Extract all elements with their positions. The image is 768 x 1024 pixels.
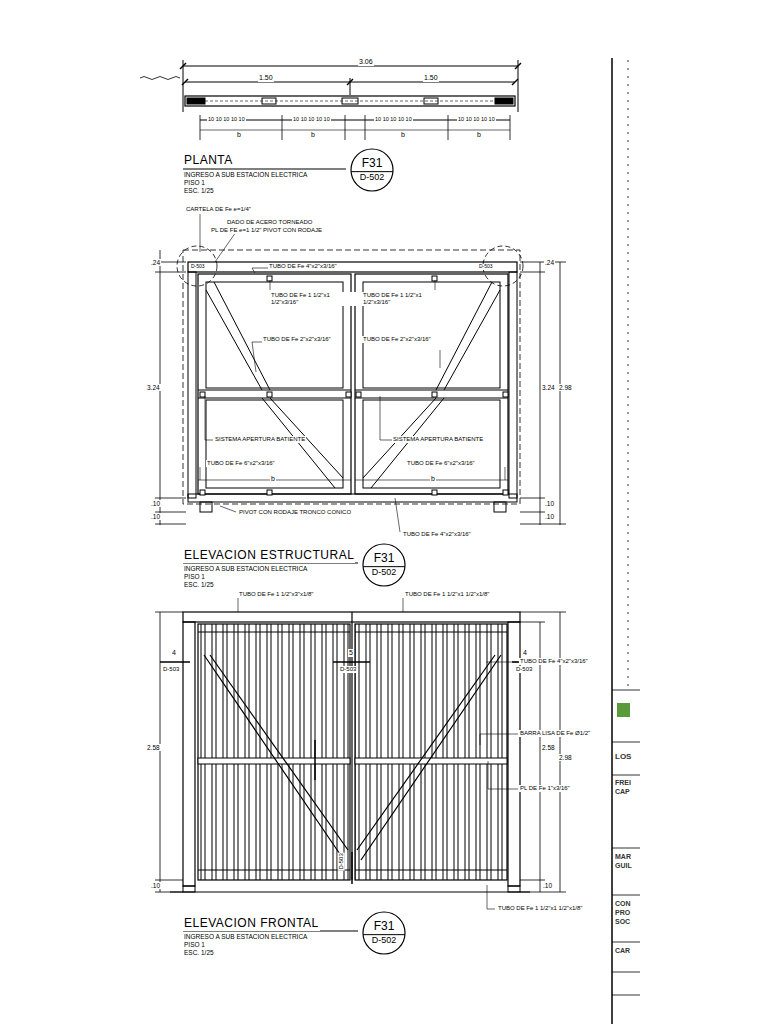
part-note: TUBO DE Fe 2"x2"x3/16" — [362, 336, 432, 343]
dimension: b — [476, 131, 482, 139]
view-number: F31 — [374, 552, 395, 565]
dimension: 2.98 — [558, 384, 573, 391]
section-ref: D-503 — [338, 852, 345, 870]
part-note: SISTEMA APERTURA BATIENTE — [392, 436, 484, 443]
section-ref: D-503 — [339, 666, 357, 673]
part-note: TUBO DE Fe 4"x2"x3/16" — [268, 263, 338, 270]
section-number: 4 — [171, 649, 177, 657]
view-subtitle: INGRESO A SUB ESTACION ELECTRICA — [183, 933, 308, 940]
part-note: TUBO DE Fe 4"x2"x3/16" — [402, 531, 472, 538]
detail-ref: D-503 — [190, 264, 206, 270]
part-note: TUBO DE Fe 4"x2"x3/16" — [519, 658, 589, 665]
view-title: PLANTA — [183, 154, 234, 168]
title-block-text: FREI — [614, 779, 632, 787]
dimension: 1.50 — [258, 74, 274, 82]
sheet-number: D-502 — [360, 173, 385, 183]
view-subtitle: ESC. 1/25 — [183, 949, 215, 956]
dimension: b — [310, 131, 316, 139]
view-number: F31 — [362, 157, 383, 170]
view-reference-bubble: F31D-502 — [362, 543, 406, 587]
dimension: 3.24 — [146, 384, 161, 391]
dimension: 10 10 10 10 10 — [292, 116, 331, 122]
view-subtitle: PISO 1 — [183, 179, 206, 186]
view-subtitle: PISO 1 — [183, 941, 206, 948]
title-block-text: PRO — [614, 909, 631, 917]
part-note: SISTEMA APERTURA BATIENTE — [214, 436, 306, 443]
dimension: b — [400, 131, 406, 139]
view-subtitle: ESC. 1/25 — [183, 187, 215, 194]
view-number: F31 — [374, 920, 395, 933]
title-block-text: SOC — [614, 918, 631, 926]
dimension: 3.06 — [358, 58, 374, 66]
part-note: TUBO DE Fe 1 1/2"x1 1/2"x1/8" — [404, 591, 490, 598]
dimension: .10 — [544, 500, 555, 507]
dimension: .10 — [544, 513, 555, 520]
title-block-text: MAR — [614, 853, 632, 861]
sheet-number: D-502 — [372, 568, 397, 578]
view-title: ELEVACION FRONTAL — [183, 917, 320, 931]
dimension: 1.50 — [423, 74, 439, 82]
dimension: 2.98 — [558, 754, 573, 761]
title-block-text: CAP — [614, 788, 631, 796]
dimension: 10 10 10 10 10 — [374, 116, 413, 122]
detail-ref: D-503 — [478, 264, 494, 270]
part-note: TUBO DE Fe 2"x2"x3/16" — [262, 336, 332, 343]
dimension: b — [270, 475, 276, 483]
dimension: .24 — [544, 259, 555, 266]
dimension: 2.58 — [541, 744, 556, 751]
dimension: .10 — [150, 513, 161, 520]
part-note: TUBO DE Fe 1 1/2"x1 1/2"x1/8" — [497, 905, 583, 912]
dimension: .10 — [150, 882, 161, 889]
part-note: PIVOT CON RODAJE TRONCO CONICO — [238, 509, 352, 516]
part-note: TUBO DE Fe 6"x2"x3/16" — [206, 460, 276, 467]
view-title: ELEVACION ESTRUCTURAL — [183, 549, 355, 563]
dimension: 2.58 — [146, 744, 161, 751]
view-subtitle: INGRESO A SUB ESTACION ELECTRICA — [183, 171, 308, 178]
part-note: DADO DE ACERO TORNEADO — [226, 219, 313, 226]
view-reference-bubble: F31D-502 — [362, 911, 406, 955]
bubble-outline — [350, 148, 394, 192]
part-note: PL DE Fe 1"x3/16" — [519, 785, 571, 792]
dimension: b — [236, 131, 242, 139]
title-block-text: CAR — [614, 947, 631, 955]
part-note: TUBO DE Fe 1 1/2"x3"x1/8" — [238, 591, 314, 598]
part-note: TUBO DE Fe 6"x2"x3/16" — [406, 460, 476, 467]
view-subtitle: ESC. 1/25 — [183, 581, 215, 588]
section-number: 5 — [348, 649, 354, 657]
view-reference-bubble: F31D-502 — [350, 148, 394, 192]
view-subtitle: INGRESO A SUB ESTACION ELECTRICA — [183, 565, 308, 572]
part-note: TUBO DE Fe 1 1/2"x1 1/2"x3/16" — [362, 292, 448, 306]
dimension: .24 — [150, 259, 161, 266]
dimension: 10 10 10 10 10 — [207, 116, 246, 122]
dimension: 3.24 — [541, 384, 556, 391]
bubble-outline — [362, 911, 406, 955]
part-note: BARRA LISA DE Fe Ø1/2" — [519, 730, 591, 737]
section-ref: D-503 — [515, 666, 533, 673]
part-note: CARTELA DE Fe e=1/4" — [185, 206, 252, 213]
part-note: PL DE FE e=1 1/2" PIVOT CON RODAJE — [210, 227, 323, 234]
title-block-text: CON — [614, 900, 632, 908]
section-number: 4 — [522, 649, 528, 657]
dimension: 10 10 10 10 10 — [457, 116, 496, 122]
sheet-number: D-502 — [372, 936, 397, 946]
title-block-text: GUIL — [614, 862, 633, 870]
view-subtitle: PISO 1 — [183, 573, 206, 580]
part-note: TUBO DE Fe 1 1/2"x1 1/2"x3/16" — [270, 292, 356, 306]
dimension: b — [430, 475, 436, 483]
bubble-outline — [362, 543, 406, 587]
dimension: .10 — [542, 882, 553, 889]
title-block-text: LOS — [614, 752, 632, 761]
dimension: .10 — [150, 500, 161, 507]
section-ref: D-503 — [162, 666, 180, 673]
